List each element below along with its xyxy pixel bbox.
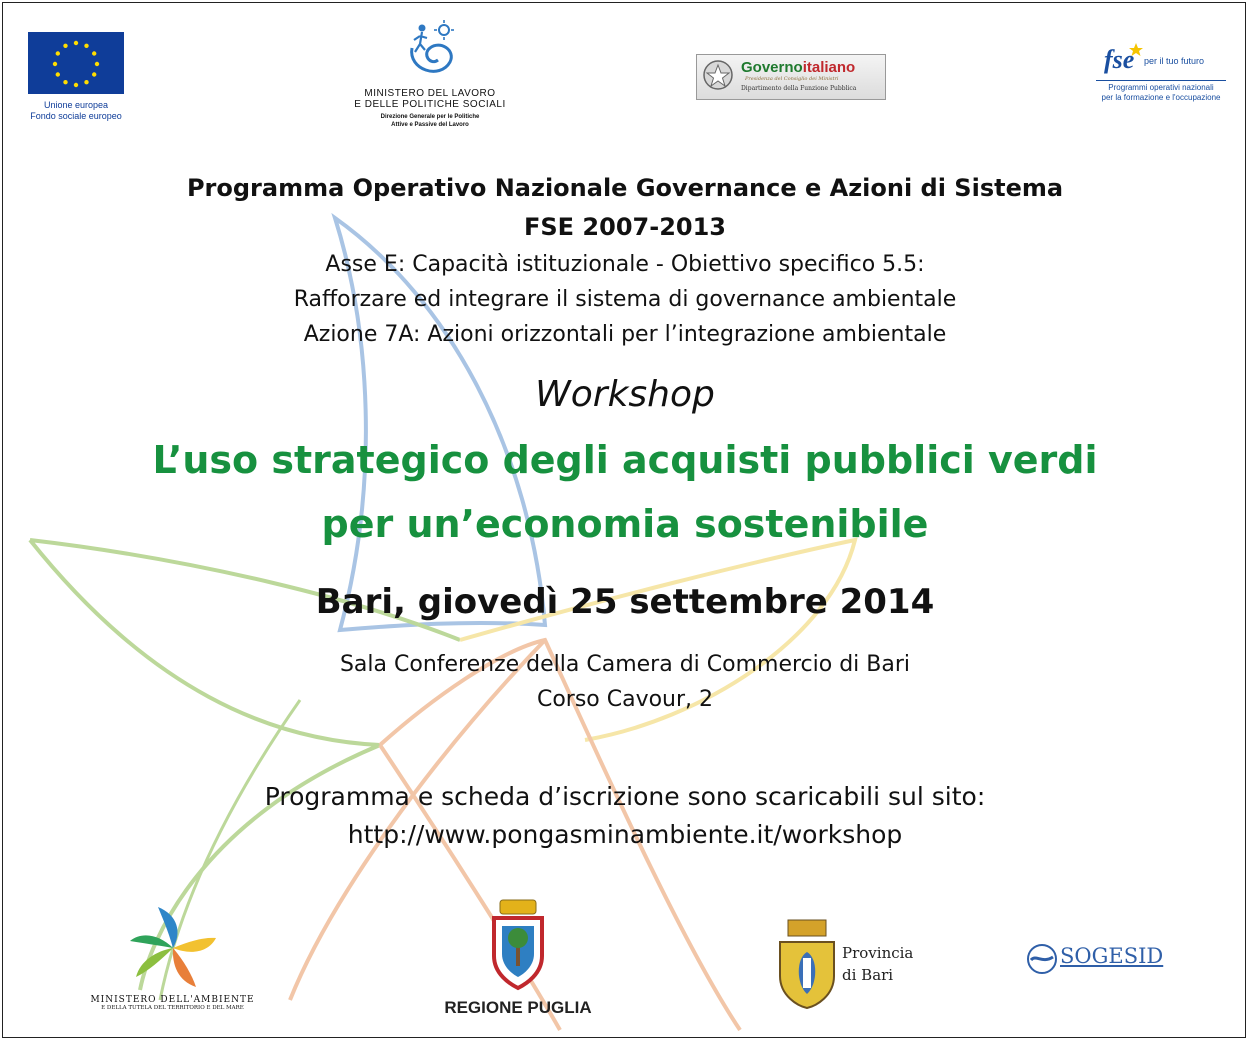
ministero-ambiente-star-icon — [129, 907, 216, 987]
ministero-lavoro-logo: MINISTERO DEL LAVORO E DELLE POLITICHE S… — [330, 18, 530, 129]
fse-tagline: per il tuo futuro — [1144, 56, 1205, 66]
event-date: Bari, giovedì 25 settembre 2014 — [315, 582, 935, 622]
sogesid-wave-icon — [1027, 944, 1057, 974]
petal-green-2 — [158, 699, 302, 1001]
ministero-lavoro-line2: E DELLE POLITICHE SOCIALI — [354, 99, 506, 110]
event-website-link[interactable]: http://www.pongasminambiente.it/workshop — [347, 820, 903, 849]
petal-yellow — [459, 537, 858, 742]
eu-flag-icon — [28, 32, 124, 94]
ministero-ambiente-line1: MINISTERO DELL'AMBIENTE — [90, 995, 255, 1005]
header-rafforzare: Rafforzare ed integrare il sistema di go… — [293, 287, 957, 312]
ministero-ambiente-line2: E DELLA TUTELA DEL TERRITORIO E DEL MARE — [101, 1005, 244, 1011]
header-azione: Azione 7A: Azioni orizzontali per l’inte… — [303, 322, 947, 347]
sogesid-logo: SOGESID — [1026, 942, 1176, 976]
petal-blue — [331, 212, 548, 633]
governo-italiano-logo: Governoitaliano Presidenza del Consiglio… — [696, 54, 886, 100]
header-asse: Asse E: Capacità istituzionale - Obietti… — [325, 252, 925, 277]
sogesid-label: SOGESID — [1060, 944, 1164, 968]
fse-brand: fse — [1104, 45, 1135, 74]
event-venue-line1: Sala Conferenze della Camera di Commerci… — [339, 652, 911, 677]
regione-puglia-crest-icon — [492, 899, 544, 991]
fse-line2: per la formazione e l'occupazione — [1101, 93, 1221, 102]
governo-sub: Dipartimento della Funzione Pubblica — [741, 85, 857, 92]
eu-logo: Unione europea Fondo sociale europeo — [28, 32, 128, 122]
provincia-bari-crest-icon — [779, 919, 835, 1010]
ministero-lavoro-line3: Direzione Generale per le Politiche — [380, 114, 480, 120]
fse-logo: fse per il tuo futuro Programmi operativ… — [1096, 43, 1226, 103]
italian-emblem-icon — [703, 60, 733, 90]
event-type: Workshop — [535, 374, 715, 415]
provincia-bari-line2: di Bari — [842, 966, 894, 984]
fse-line1: Programmi operativi nazionali — [1108, 83, 1214, 92]
header-fse: FSE 2007-2013 — [524, 213, 726, 241]
governo-brand-b: italiano — [802, 59, 856, 76]
ministero-lavoro-line4: Attive e Passive del Lavoro — [391, 122, 469, 128]
event-title-line2: per un’economia sostenibile — [321, 502, 929, 546]
event-venue-line2: Corso Cavour, 2 — [536, 687, 714, 712]
ministero-lavoro-line1: MINISTERO DEL LAVORO — [364, 88, 496, 99]
ministero-ambiente-logo: MINISTERO DELL'AMBIENTE E DELLA TUTELA D… — [85, 905, 260, 1011]
regione-puglia-logo: REGIONE PUGLIA — [438, 896, 598, 1018]
ministero-lavoro-emblem-icon — [410, 20, 454, 73]
fse-star-icon — [1129, 43, 1143, 56]
provincia-bari-line1: Provincia — [842, 944, 914, 962]
header-programme: Programma Operativo Nazionale Governance… — [186, 174, 1064, 202]
provincia-bari-logo: Provincia di Bari — [776, 918, 936, 1010]
petal-orange — [288, 637, 742, 1032]
event-title-line1: L’uso strategico degli acquisti pubblici… — [152, 438, 1098, 482]
governo-brand-a: Governo — [741, 59, 803, 76]
governo-tagline: Presidenza del Consiglio dei Ministri — [745, 76, 839, 82]
event-info-line1: Programma e scheda d’iscrizione sono sca… — [264, 782, 986, 811]
regione-puglia-label: REGIONE PUGLIA — [444, 998, 592, 1017]
eu-label-1: Unione europea — [43, 100, 109, 110]
eu-label-2: Fondo sociale europeo — [30, 111, 122, 121]
